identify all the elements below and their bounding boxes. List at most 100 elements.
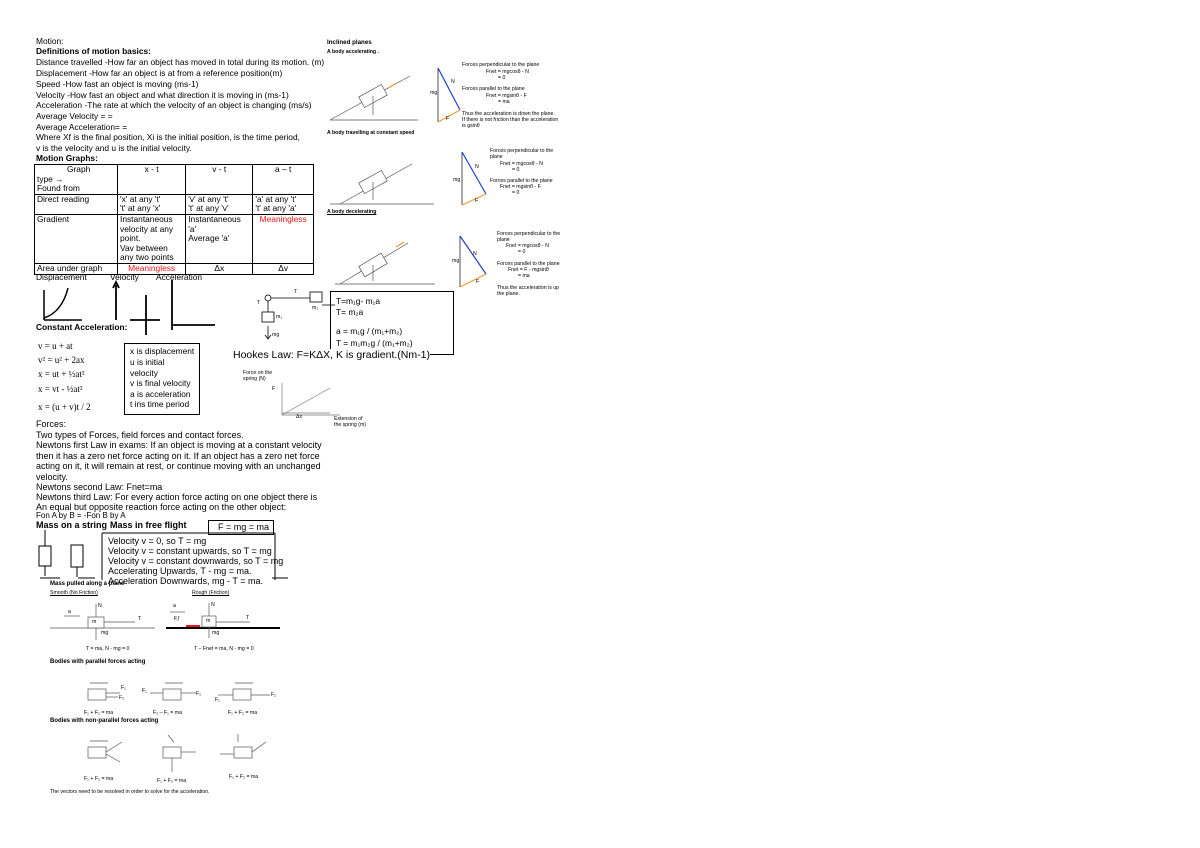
table-col-header: a – t	[252, 164, 314, 195]
forces-line: Newtons first Law in exams: If an object…	[36, 440, 322, 450]
table-cell: Meaningless	[252, 213, 314, 264]
incline-mg: mg	[453, 177, 461, 183]
acceleration-sketch	[171, 280, 215, 330]
incline-eq: = 0	[512, 167, 520, 173]
forces-line: velocity.	[36, 472, 68, 482]
velocity-sketch	[112, 279, 160, 335]
definition-line: Where Xf is the final position, Xi is th…	[36, 132, 300, 142]
incline-eq: = 0	[512, 190, 520, 196]
hookes-y-label: Force on the spring (N)	[243, 370, 283, 382]
table-cell: Δx	[185, 262, 254, 275]
pulley-equation: T= m₂a	[336, 307, 364, 317]
table-row-label: Direct reading	[34, 193, 118, 215]
table-cell: 'x' at any 't' 't' at any 'x'	[116, 193, 187, 215]
smooth-m: m	[92, 619, 97, 625]
table-cell: Δv	[252, 262, 314, 275]
parallel-equation: F₁ + F₂ = ma	[84, 710, 114, 716]
hookes-dx-label: Δx	[296, 414, 303, 420]
legend-line: velocity	[130, 368, 158, 378]
legend-line: t ins time period	[130, 399, 190, 409]
displacement-sketch	[43, 287, 82, 321]
parallel-F1: F₁	[121, 685, 126, 691]
incline-eq: Fnet = mgcosθ - N	[500, 161, 543, 167]
legend-line: x is displacement	[130, 346, 195, 356]
incline-accelerating-diagram	[329, 67, 461, 123]
parallel-heading: Bodies with parallel forces acting	[50, 659, 146, 665]
definition-line: Average Velocity = =	[36, 111, 113, 121]
table-cell: 'a' at any 't' 't' at any 'a'	[252, 193, 314, 215]
hookes-law-title: Hookes Law: F=KΔX, K is gradient.(Nm-1)	[233, 349, 430, 361]
pulley-diagram	[261, 291, 335, 340]
incline-F: F	[475, 198, 479, 204]
net-force-equation: F = mg = ma	[218, 522, 270, 532]
perp-heading: Forces perpendicular to the plane	[490, 148, 560, 160]
forces-line: Newtons third Law: For every action forc…	[36, 492, 318, 502]
incline-decelerating-label: A body decelerating	[327, 209, 377, 215]
nonparallel-heading: Bodies with non-parallel forces acting	[50, 718, 159, 724]
hookes-x-label-text: Extension of the spring (m)	[334, 416, 366, 428]
page-title: Motion:	[36, 36, 64, 46]
incline-mg: mg	[430, 90, 438, 96]
table-cell: Instantaneous velocity at any point. Vav…	[116, 213, 187, 264]
perp-heading: Forces perpendicular to the plane	[497, 231, 567, 243]
definition-line: Distance travelled -How far an object ha…	[36, 57, 325, 67]
free-flight-line: Velocity v = constant upwards, so T = mg	[108, 546, 272, 556]
sketch-label-acceleration: Acceleration	[156, 272, 203, 282]
par-heading: Forces parallel to the plane	[462, 86, 525, 92]
kinematic-equation: x = (u + v)t / 2	[38, 402, 91, 412]
free-flight-line: Accelerating Upwards, T - mg = ma.	[108, 566, 252, 576]
kinematic-equation: v = u + at	[38, 341, 73, 351]
table-row-label: Gradient	[34, 213, 118, 264]
table-corner-found: Found from	[37, 183, 80, 194]
parallel-bodies-diagram	[87, 682, 270, 701]
par-heading: Forces parallel to the plane	[490, 178, 553, 184]
incline-eq: Fnet = mgsinθ - F	[486, 93, 527, 99]
incline-eq: = ma	[498, 99, 510, 105]
parallel-F2: F₂	[271, 692, 277, 698]
incline-N: N	[451, 79, 455, 85]
pulley-equation: T=m₁g- m₁a	[336, 296, 381, 306]
smooth-a: a	[68, 609, 71, 615]
rough-label: Rough (Friction)	[192, 590, 230, 596]
table-corner-type: type →	[37, 173, 64, 184]
incline-eq: Fnet = F - mgsinθ	[508, 267, 549, 273]
nonparallel-note: The vectors need to be resolved in order…	[50, 789, 210, 795]
pulley-tension-label: T	[294, 289, 298, 295]
incline-eq: = 0	[498, 75, 506, 81]
incline-eq: = ma	[518, 273, 530, 279]
forces-line: acting on it, it will remain at rest, or…	[36, 461, 321, 471]
pulley-mass-label: m₂	[312, 305, 319, 311]
parallel-F1: F₁	[142, 688, 147, 694]
parallel-equation: F₁ + F₂ = ma	[228, 710, 258, 716]
pulley-mass-label: m₁	[276, 314, 283, 320]
constant-acceleration-heading: Constant Acceleration:	[36, 322, 128, 332]
incline-accelerating-label: A body accelerating .	[327, 49, 379, 55]
kinematic-equation: v² = u² + 2ax	[38, 355, 85, 365]
smooth-label: Smooth (No Friction)	[50, 590, 98, 596]
definition-line: Acceleration -The rate at which the velo…	[36, 100, 312, 110]
incline-F: F	[476, 279, 480, 285]
forces-line: An equal but opposite reaction force act…	[36, 502, 287, 512]
motion-graphs-table: Graph type → Found from x - t v - t a – …	[34, 164, 314, 275]
par-heading: Forces parallel to the plane	[497, 261, 560, 267]
definition-line: Displacement -How far an object is at fr…	[36, 68, 283, 78]
incline-decelerating-diagram	[335, 235, 487, 288]
rough-m: m	[206, 618, 211, 624]
pulley-weight-label: mg	[272, 332, 280, 338]
hookes-graph	[281, 383, 340, 416]
forces-line: Fon A by B = -Fon B by A	[36, 511, 126, 520]
free-flight-line: Velocity v = constant downwards, so T = …	[108, 556, 284, 566]
mass-free-flight-heading: Mass in free flight	[110, 520, 187, 530]
free-flight-box	[101, 532, 288, 580]
smooth-mg: mg	[101, 630, 109, 636]
incline-constant-label: A body travelling at constant speed	[327, 130, 415, 136]
rough-N: N	[211, 602, 215, 608]
perp-heading: Forces perpendicular to the plane	[462, 62, 540, 68]
perp-heading-text: Forces perpendicular to the plane	[497, 231, 561, 243]
kinematic-equation: x = ut + ½at²	[38, 369, 85, 379]
legend-line: v is final velocity	[130, 378, 191, 388]
nonparallel-equation: F₁ + F₂ = ma	[84, 776, 114, 782]
incline-note: is gsinθ	[462, 123, 480, 129]
table-cell: Meaningless	[116, 262, 187, 275]
